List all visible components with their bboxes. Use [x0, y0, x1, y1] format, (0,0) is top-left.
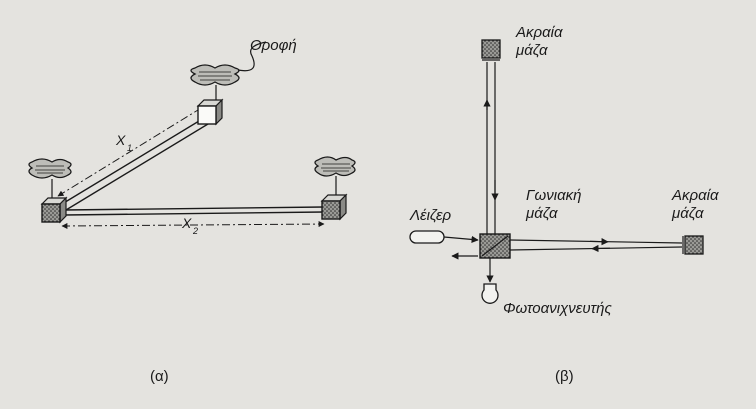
caption-a: (α)	[150, 368, 169, 385]
corner-mass-label: Γωνιακή μάζα	[526, 187, 581, 223]
ceiling-mount-left	[28, 158, 72, 179]
x1-dimension-line	[57, 109, 199, 197]
ceiling-mount-top	[190, 64, 240, 86]
laser-label: Λέιζερ	[410, 207, 452, 224]
x1-subscript: 1	[127, 143, 133, 153]
ceiling-pointer-line	[237, 41, 267, 72]
horizontal-beams	[451, 238, 683, 260]
corner-mass-label-line1: Γωνιακή	[526, 187, 582, 204]
panel-a	[28, 41, 356, 229]
x2-dimension-line	[61, 221, 325, 229]
x2-label: X 2	[182, 214, 198, 236]
arm-x2	[63, 206, 325, 216]
ceiling-mount-right	[314, 156, 356, 177]
mass-cube-left	[40, 196, 68, 224]
top-mass-label: Ακραία μάζα	[516, 24, 563, 60]
right-mass-label: Ακραία μάζα	[672, 187, 719, 223]
corner-mass	[479, 233, 511, 259]
photodetector	[481, 258, 499, 304]
x2-symbol: X	[182, 215, 192, 231]
laser-device	[409, 230, 479, 244]
end-mass-top	[481, 39, 501, 61]
top-mass-label-line2: μάζα	[516, 42, 548, 59]
ceiling-label: Οροφή	[250, 37, 297, 54]
photodetector-label: Φωτοανιχνευτής	[503, 300, 612, 317]
right-mass-label-line1: Ακραία	[672, 187, 719, 204]
mass-cube-top	[196, 98, 224, 126]
x1-symbol: X	[116, 132, 126, 148]
mass-cube-right	[320, 193, 348, 221]
panel-b	[409, 39, 704, 304]
x1-label: X 1	[116, 131, 132, 153]
vertical-beams	[483, 62, 499, 235]
x2-subscript: 2	[193, 226, 199, 236]
right-mass-label-line2: μάζα	[672, 205, 704, 222]
corner-mass-label-line2: μάζα	[526, 205, 558, 222]
caption-b: (β)	[555, 368, 574, 385]
top-mass-label-line1: Ακραία	[516, 24, 563, 41]
end-mass-right	[682, 235, 704, 255]
arm-x1	[61, 117, 209, 211]
